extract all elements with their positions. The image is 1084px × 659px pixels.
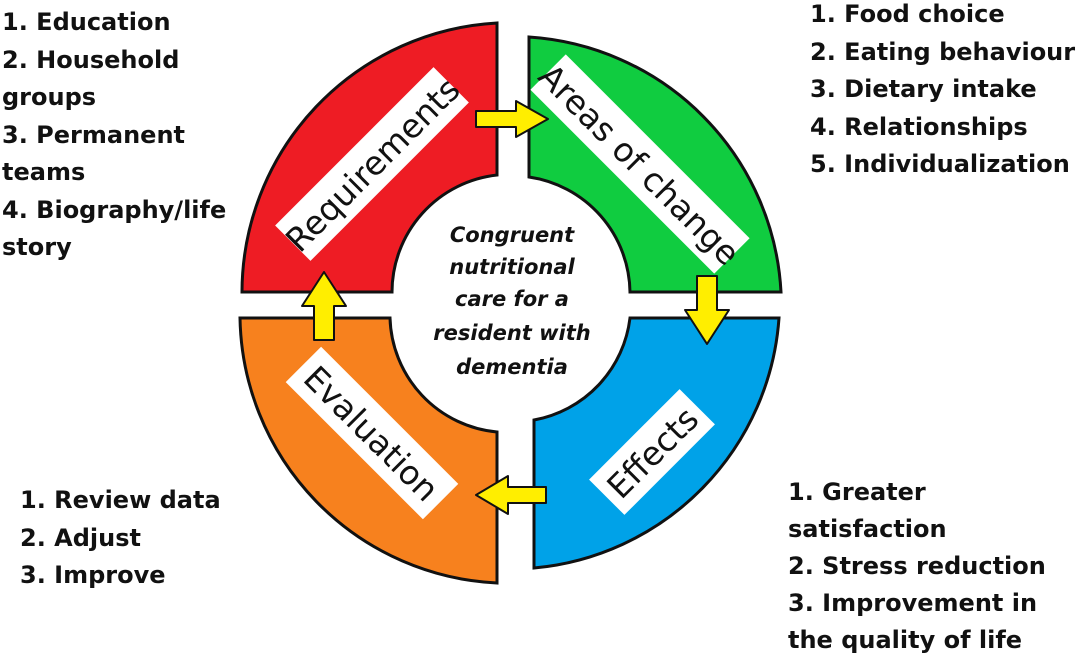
list-item: 3. Improvement in the quality of life — [788, 589, 1038, 654]
list-item: 5. Individualization — [810, 150, 1070, 178]
list-item: 2. Eating behaviour — [810, 37, 1076, 66]
center-line-1: Congruent — [450, 223, 575, 247]
list-item: 1. Food choice — [810, 0, 1005, 28]
center-line-5: dementia — [456, 355, 568, 379]
list-item: 3. Dietary intake — [810, 75, 1037, 103]
evaluation-list: 1. Review data 2. Adjust 3. Improve — [20, 482, 221, 595]
list-item: 1. Education — [2, 8, 171, 36]
list-item: 2. Adjust — [20, 523, 141, 552]
center-line-2: nutritional — [449, 255, 575, 279]
list-item: 4. Biography/life story — [2, 195, 227, 262]
arrow-right-icon — [475, 100, 549, 138]
list-item: 3. Improve — [20, 561, 166, 589]
list-item: 1. Review data — [20, 486, 221, 514]
arrow-down-icon — [684, 275, 730, 345]
center-line-4: resident with — [433, 321, 590, 345]
list-item: 4. Relationships — [810, 112, 1028, 141]
arrow-left-icon — [475, 475, 547, 515]
list-item: 1. Greater satisfaction — [788, 478, 947, 543]
center-line-3: care for a — [455, 287, 569, 311]
cycle-ring: Requirements Areas of change Effects Eva… — [238, 21, 783, 585]
list-item: 2. Household groups — [2, 45, 180, 112]
areas-of-change-list: 1. Food choice 2. Eating behaviour 3. Di… — [810, 0, 1075, 184]
arrow-up-icon — [301, 271, 347, 341]
list-item: 2. Stress reduction — [788, 552, 1046, 580]
effects-list: 1. Greater satisfaction 2. Stress reduct… — [788, 474, 1084, 659]
requirements-list: 1. Education 2. Household groups 3. Perm… — [2, 4, 262, 267]
list-item: 3. Permanent teams — [2, 120, 185, 187]
